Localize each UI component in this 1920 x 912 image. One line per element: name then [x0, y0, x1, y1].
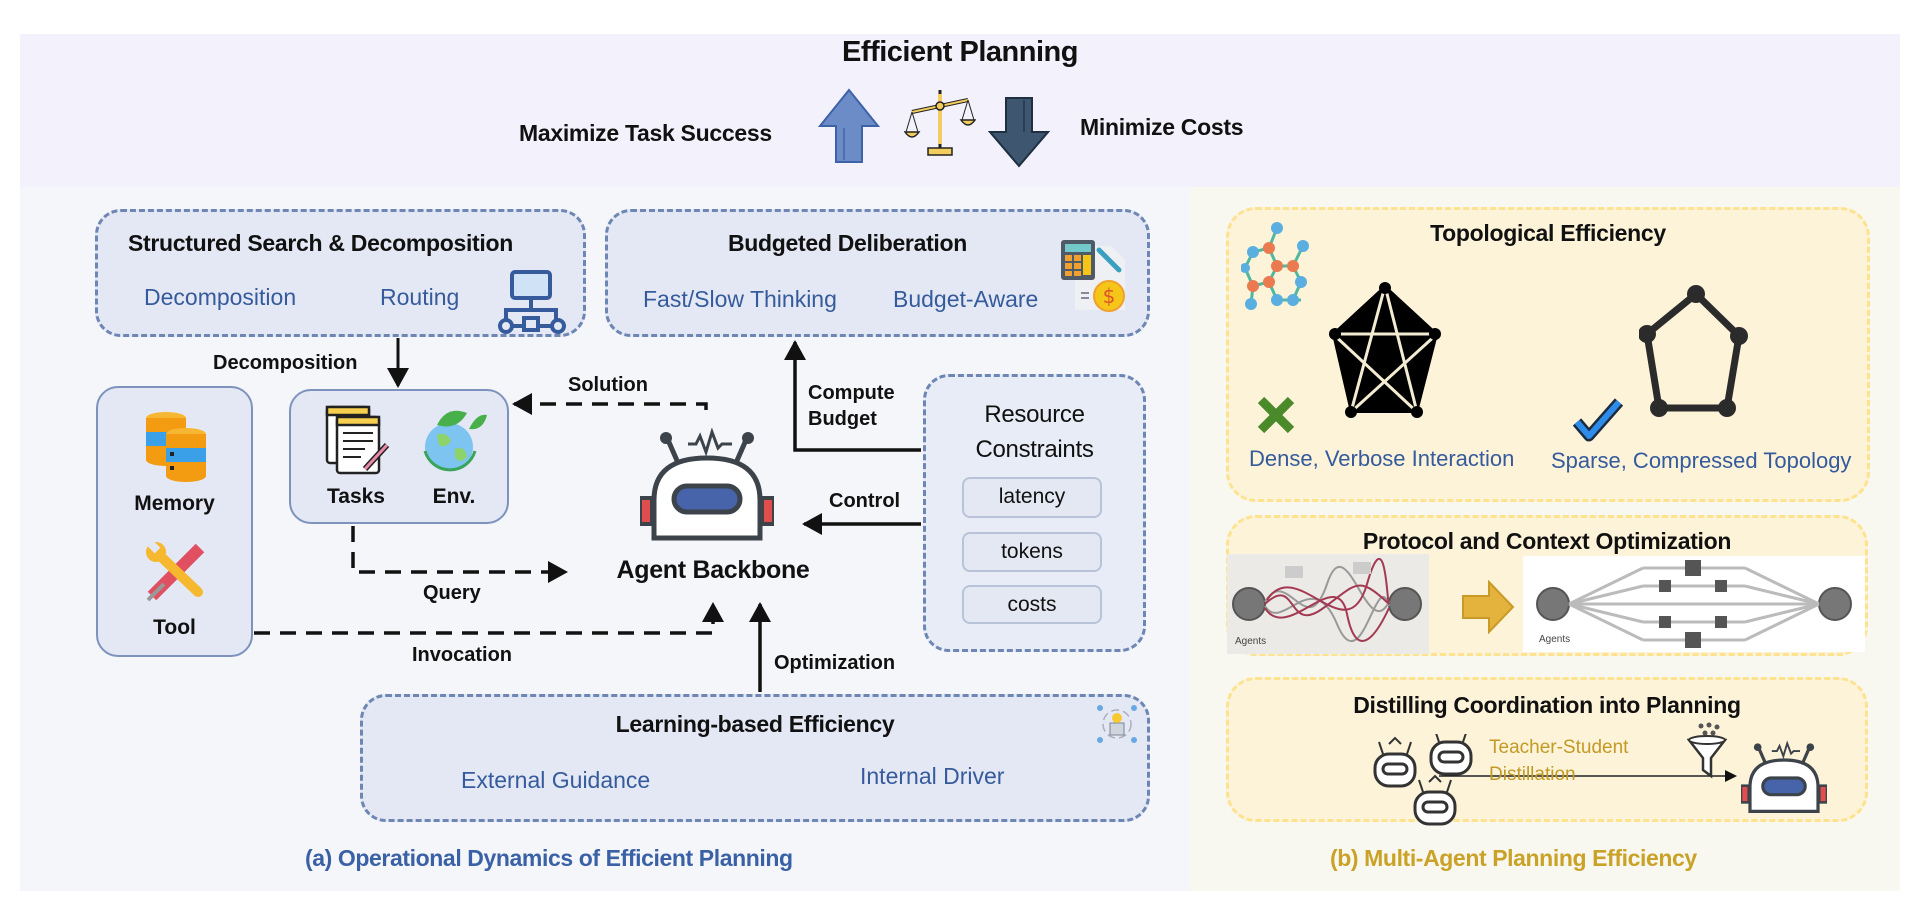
memory-label: Memory	[134, 492, 215, 515]
tasks-env-box: Tasks Env.	[289, 389, 509, 524]
caption-panel-b: (b) Multi-Agent Planning Efficiency	[1330, 845, 1697, 871]
query-arrow	[351, 526, 568, 583]
compute-budget-line2: Budget	[808, 408, 877, 430]
collaborative-learning-icon	[1097, 705, 1137, 743]
tasks-label: Tasks	[327, 485, 385, 508]
edge-label-compute-budget: Compute Budget	[808, 380, 895, 432]
protocol-context-box: Protocol and Context Optimization Agents	[1226, 515, 1868, 656]
cross-icon	[1257, 396, 1295, 434]
globe-leaf-icon	[423, 410, 487, 472]
learning-efficiency-title: Learning-based Efficiency	[615, 711, 895, 737]
minimize-goal-label: Minimize Costs	[1080, 114, 1244, 140]
hierarchy-network-icon	[498, 270, 566, 334]
resource-constraints-box: Resource Constraints latency tokens cost…	[923, 374, 1146, 652]
complete-graph-icon	[1329, 282, 1441, 418]
edge-label-optimization: Optimization	[774, 652, 896, 674]
learning-efficiency-box: Learning-based Efficiency External Guida…	[360, 694, 1150, 822]
env-label: Env.	[432, 485, 476, 508]
teacher-robot-icon	[1373, 734, 1473, 826]
student-robot-icon	[1741, 740, 1827, 813]
protocol-context-title: Protocol and Context Optimization	[1362, 528, 1732, 554]
budgeted-item-fast-slow: Fast/Slow Thinking	[643, 286, 837, 312]
tangled-communication-image: Agents	[1227, 554, 1429, 654]
robot-head-icon	[640, 428, 774, 541]
topological-efficiency-title: Topological Efficiency	[1430, 220, 1666, 246]
budgeted-item-budget-aware: Budget-Aware	[893, 286, 1039, 312]
maximize-goal-label: Maximize Task Success	[519, 120, 772, 146]
distilling-coordination-title: Distilling Coordination into Planning	[1353, 692, 1741, 718]
resource-title-line2: Constraints	[975, 436, 1094, 463]
header-banner	[20, 34, 1900, 187]
transform-arrow-icon	[1462, 580, 1515, 634]
resource-constraints-title: Resource Constraints	[926, 397, 1143, 467]
learning-item-external-guidance: External Guidance	[461, 767, 651, 793]
structured-channels-image: Agents	[1523, 556, 1865, 652]
edge-label-query: Query	[423, 582, 481, 604]
distillation-label-line1: Teacher-Student	[1489, 737, 1629, 758]
agent-backbone-label: Agent Backbone	[616, 556, 810, 584]
diagram-title: Efficient Planning	[842, 36, 1078, 68]
tool-label: Tool	[153, 616, 196, 639]
database-icon	[146, 412, 206, 482]
distillation-label-line2: Distillation	[1489, 764, 1576, 785]
structured-search-box: Structured Search & Decomposition Decomp…	[95, 209, 586, 337]
constraint-chip-tokens: tokens	[962, 532, 1102, 572]
molecule-graph-icon	[1241, 222, 1309, 310]
pentagon-graph-icon	[1639, 285, 1748, 417]
up-arrow-icon	[818, 88, 880, 163]
sparse-topology-label: Sparse, Compressed Topology	[1551, 448, 1852, 473]
calculator-budget-icon: $	[1061, 240, 1125, 312]
structured-search-title: Structured Search & Decomposition	[127, 230, 513, 256]
invocation-arrow	[254, 602, 724, 635]
balance-scale-icon	[904, 90, 976, 156]
wrench-screwdriver-icon	[146, 540, 205, 602]
distillation-arrow	[1439, 770, 1737, 782]
edge-label-decomposition: Decomposition	[213, 352, 358, 374]
edge-label-control: Control	[829, 490, 901, 512]
svg-text:$: $	[1103, 284, 1116, 308]
compute-budget-arrow	[784, 340, 921, 452]
memory-tool-box: Memory Tool	[96, 386, 253, 657]
constraint-chip-latency: latency	[962, 477, 1102, 518]
funnel-icon	[1687, 722, 1727, 779]
budgeted-deliberation-title: Budgeted Deliberation	[727, 230, 968, 256]
check-icon	[1573, 398, 1624, 442]
edge-label-invocation: Invocation	[412, 644, 513, 666]
topological-efficiency-box: Topological Efficiency	[1226, 207, 1870, 502]
down-arrow-icon	[988, 97, 1050, 168]
right-agents-label: Agents	[1539, 634, 1570, 645]
edge-label-solution: Solution	[568, 374, 648, 396]
constraint-chip-costs: costs	[962, 585, 1102, 624]
learning-item-internal-driver: Internal Driver	[860, 763, 1005, 789]
caption-panel-a: (a) Operational Dynamics of Efficient Pl…	[305, 845, 793, 871]
structured-search-item-decomposition: Decomposition	[144, 284, 297, 310]
compute-budget-line1: Compute	[808, 382, 895, 404]
left-agents-label: Agents	[1235, 636, 1266, 647]
dense-interaction-label: Dense, Verbose Interaction	[1249, 446, 1515, 471]
solution-arrow	[512, 393, 708, 415]
budgeted-deliberation-box: Budgeted Deliberation Fast/Slow Thinking…	[605, 209, 1150, 337]
resource-title-line1: Resource	[984, 401, 1085, 428]
structured-search-item-routing: Routing	[380, 284, 460, 310]
distilling-coordination-box: Distilling Coordination into Planning Te…	[1226, 677, 1868, 826]
task-notepad-icon	[325, 405, 390, 475]
